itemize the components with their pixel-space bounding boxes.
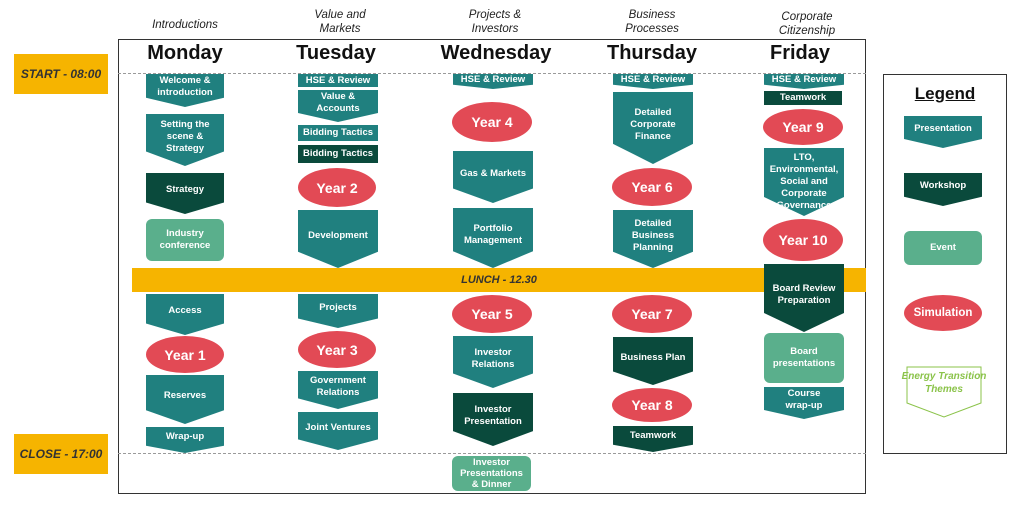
simulation-year-4: Year 4 bbox=[452, 102, 532, 142]
workshop-teamwork-friday: Teamwork bbox=[764, 91, 842, 105]
simulation-year-7: Year 7 bbox=[612, 295, 692, 333]
day-thursday: Thursday bbox=[606, 42, 698, 64]
simulation-year-8: Year 8 bbox=[612, 388, 692, 422]
start-line bbox=[118, 73, 866, 74]
legend-title: Legend bbox=[914, 84, 976, 103]
session-bidding-tactics: Bidding Tactics bbox=[298, 125, 378, 141]
start-time-label: START - 08:00 bbox=[14, 54, 108, 94]
day-monday: Monday bbox=[147, 42, 223, 64]
theme-wednesday: Projects & Investors bbox=[468, 9, 522, 35]
simulation-year-3: Year 3 bbox=[298, 331, 376, 368]
close-line bbox=[118, 453, 866, 454]
simulation-year-9: Year 9 bbox=[763, 109, 843, 145]
simulation-year-5: Year 5 bbox=[452, 295, 532, 333]
close-time-label: CLOSE - 17:00 bbox=[14, 434, 108, 474]
event-board-presentations: Board presentations bbox=[764, 333, 844, 383]
legend-box bbox=[883, 74, 1007, 454]
simulation-year-1: Year 1 bbox=[146, 336, 224, 373]
simulation-year-10: Year 10 bbox=[763, 219, 843, 261]
lunch-bar: LUNCH - 12.30 bbox=[132, 268, 866, 292]
session-tue-hse-review: HSE & Review bbox=[298, 74, 378, 87]
day-friday: Friday bbox=[769, 42, 831, 64]
day-wednesday: Wednesday bbox=[440, 42, 552, 64]
event-industry-conference: Industry conference bbox=[146, 219, 224, 261]
theme-tuesday: Value and Markets bbox=[314, 9, 366, 35]
schedule-frame bbox=[118, 39, 866, 494]
session-thu-hse-review: HSE & Review bbox=[613, 74, 693, 89]
session-wed-hse-review: HSE & Review bbox=[453, 74, 533, 89]
theme-monday: Introductions bbox=[152, 19, 218, 31]
simulation-year-2: Year 2 bbox=[298, 168, 376, 207]
session-joint-ventures: Joint Ventures bbox=[298, 412, 378, 450]
legend-event: Event bbox=[904, 231, 982, 265]
theme-friday: Corporate Citizenship bbox=[778, 11, 836, 37]
legend-energy-transition: Energy Transition Themes bbox=[901, 371, 987, 395]
day-tuesday: Tuesday bbox=[296, 42, 376, 64]
event-investor-dinner: Investor Presentations & Dinner bbox=[452, 456, 531, 491]
session-fri-hse-review: HSE & Review bbox=[764, 74, 844, 89]
theme-thursday: Business Processes bbox=[625, 9, 679, 35]
legend-energy-shape bbox=[906, 366, 982, 418]
simulation-year-6: Year 6 bbox=[612, 168, 692, 206]
legend-simulation: Simulation bbox=[904, 295, 982, 331]
workshop-bidding-tactics: Bidding Tactics bbox=[298, 145, 378, 163]
